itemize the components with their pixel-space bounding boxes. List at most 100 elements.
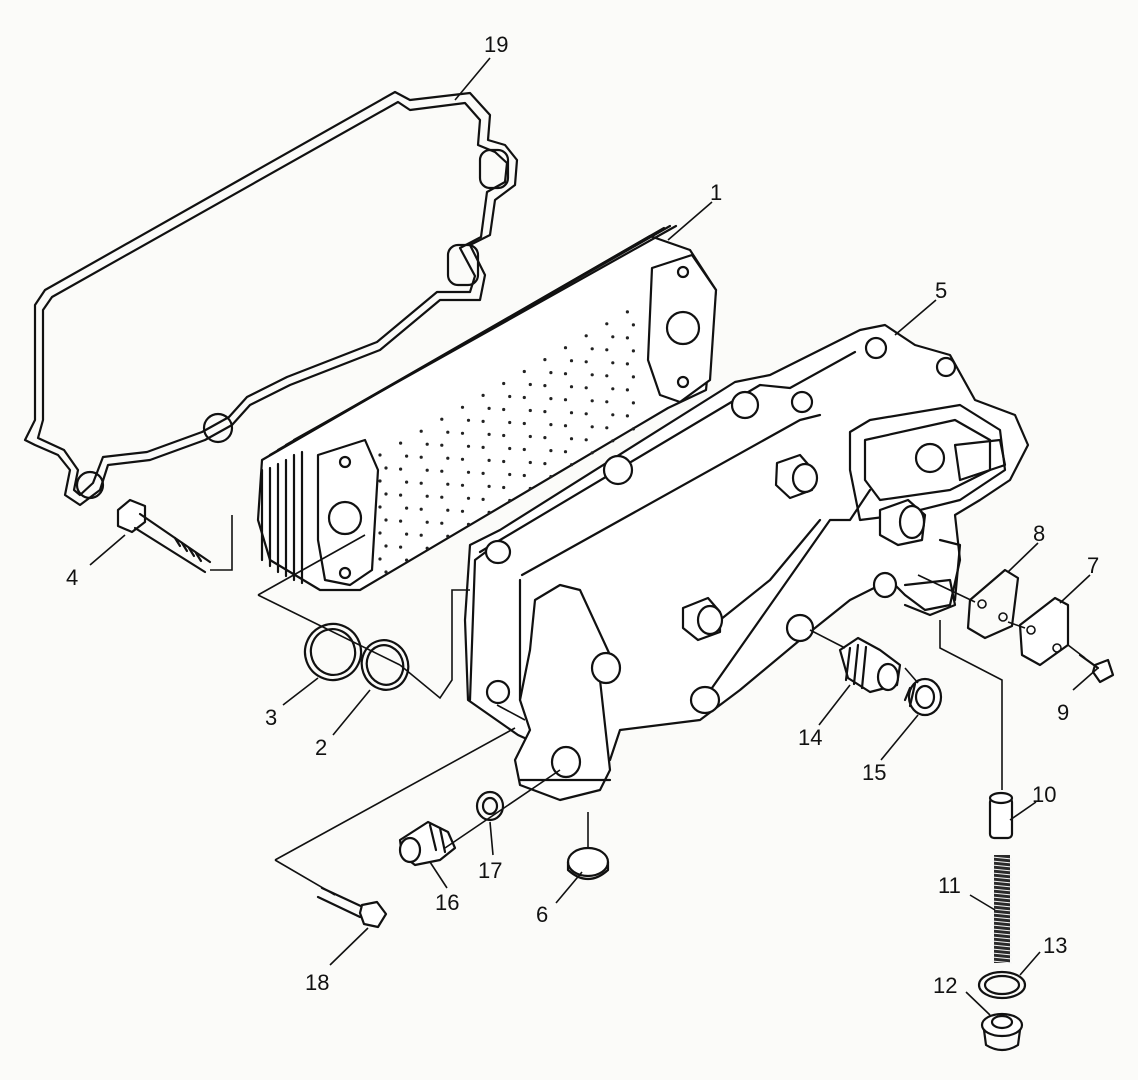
cooler-dot xyxy=(563,398,568,402)
cooler-dot xyxy=(611,361,615,365)
cooler-dot xyxy=(399,493,403,497)
cooler-dot xyxy=(466,418,471,422)
cooler-dot xyxy=(502,407,506,412)
cooler-dot xyxy=(502,433,506,438)
cooler-dot xyxy=(419,455,423,459)
part-18-gasket xyxy=(23,90,519,507)
cooler-dot xyxy=(460,483,465,487)
stud-thread xyxy=(991,912,1013,916)
cooler-dot xyxy=(631,323,636,327)
cooler-dot xyxy=(446,482,450,486)
cooler-dot xyxy=(419,533,423,537)
part-12-plug xyxy=(980,1012,1024,1052)
cooler-dot xyxy=(487,484,491,488)
cooler-dot xyxy=(549,371,553,375)
cooler-dot xyxy=(487,406,491,410)
cooler-dot xyxy=(569,359,574,363)
stud-thread xyxy=(991,860,1013,864)
cooler-dot xyxy=(611,387,615,391)
callout-10: 10 xyxy=(1032,782,1056,807)
stud-thread xyxy=(991,856,1013,860)
assembly-lines xyxy=(210,515,1086,896)
callout-labels: 19 1 5 4 3 2 8 7 9 14 15 10 11 13 12 17 … xyxy=(66,32,1099,998)
cooler-dot xyxy=(466,496,471,500)
cooler-dot xyxy=(446,456,450,460)
cooler-dot xyxy=(405,532,409,536)
cooler-dot xyxy=(378,557,382,561)
cooler-dot xyxy=(625,310,630,314)
cooler-dot xyxy=(625,414,630,418)
cooler-dot xyxy=(569,437,574,441)
cooler-dot xyxy=(522,421,526,426)
cooler-dot xyxy=(399,441,403,445)
cooler-dot xyxy=(528,460,532,465)
cooler-dot xyxy=(563,424,568,428)
callout-12: 12 xyxy=(933,973,957,998)
cooler-dot xyxy=(549,449,553,453)
callout-11: 11 xyxy=(938,873,961,898)
stud-thread xyxy=(991,932,1013,936)
cooler-dot xyxy=(522,395,526,400)
stud-thread xyxy=(991,944,1013,948)
cooler-dot xyxy=(446,534,450,538)
part-19-bolt xyxy=(316,886,388,929)
cooler-dot xyxy=(384,466,388,470)
cooler-dot xyxy=(543,462,547,466)
part-11-stud xyxy=(991,855,1013,964)
cooler-dot xyxy=(384,518,388,522)
cooler-dot xyxy=(405,506,409,510)
cooler-dot xyxy=(481,471,485,475)
part-2-o-ring xyxy=(360,639,410,691)
cooler-dot xyxy=(440,417,444,421)
cooler-dot xyxy=(528,434,532,439)
stud-thread xyxy=(991,960,1013,964)
cooler-dot xyxy=(378,453,382,457)
stud-thread xyxy=(991,876,1013,880)
cooler-dot xyxy=(631,375,636,379)
stud-thread xyxy=(991,948,1013,952)
cooler-dot xyxy=(487,458,491,462)
part-9-screw xyxy=(1078,653,1115,684)
cooler-dot xyxy=(528,382,532,387)
part-13-o-ring xyxy=(977,970,1027,1000)
cooler-dot xyxy=(446,430,450,434)
callout-9: 9 xyxy=(1057,700,1069,725)
cooler-dot xyxy=(584,412,588,416)
stud-thread xyxy=(991,928,1013,932)
cooler-dot xyxy=(508,498,512,503)
callout-2: 2 xyxy=(315,735,327,760)
stud-thread xyxy=(991,916,1013,920)
callout-5: 5 xyxy=(935,278,947,303)
callout-18: 19 xyxy=(484,32,508,57)
callout-3: 3 xyxy=(265,705,277,730)
cooler-dot xyxy=(405,558,409,562)
stud-thread xyxy=(991,888,1013,892)
cooler-dot xyxy=(605,322,609,326)
cooler-dot xyxy=(584,334,588,338)
part-15-plug xyxy=(903,677,943,717)
cooler-dot xyxy=(384,544,388,548)
cooler-dot xyxy=(502,459,506,464)
cooler-dot xyxy=(631,401,636,405)
cooler-dot xyxy=(590,373,594,377)
part-16-fitting xyxy=(398,820,457,867)
cooler-dot xyxy=(481,393,485,397)
part-10-sleeve xyxy=(988,791,1014,840)
cooler-dot xyxy=(569,411,574,415)
cooler-dot xyxy=(543,436,547,440)
cooler-dot xyxy=(528,408,532,413)
cooler-dot xyxy=(440,495,444,499)
cooler-dot xyxy=(466,470,471,474)
stud-thread xyxy=(991,864,1013,868)
cooler-dot xyxy=(543,410,547,414)
cooler-dot xyxy=(569,385,574,389)
cooler-dot xyxy=(460,431,465,435)
cooler-dot xyxy=(481,445,485,449)
cooler-dot xyxy=(549,475,553,479)
stud-thread xyxy=(991,884,1013,888)
cooler-dot xyxy=(460,509,465,513)
stud-thread xyxy=(991,956,1013,960)
cooler-dot xyxy=(425,546,429,550)
cooler-dot xyxy=(487,510,491,514)
